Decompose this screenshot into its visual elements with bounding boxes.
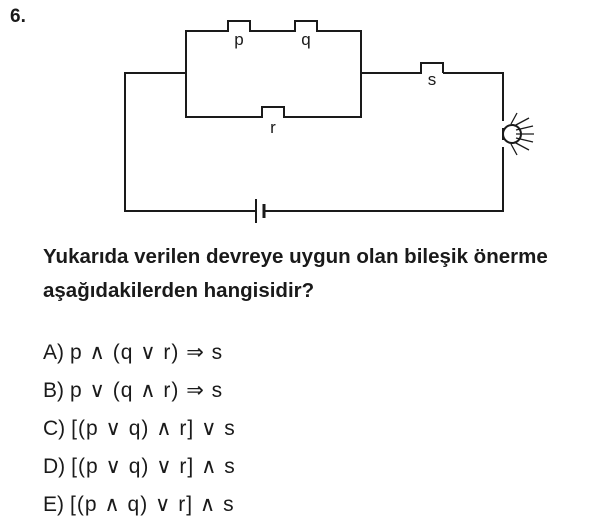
switch-q-label: q <box>301 30 310 49</box>
option-expression: p ∨ (q ∧ r) ⇒ s <box>70 379 224 402</box>
branch-upper <box>185 20 362 73</box>
wire-left <box>124 72 256 212</box>
option-expression: [(p ∧ q) ∨ r] ∧ s <box>70 493 235 516</box>
question-text: Yukarıda verilen devreye uygun olan bile… <box>43 245 548 302</box>
option-e[interactable]: E) [(p ∧ q) ∨ r] ∧ s <box>43 486 236 524</box>
option-letter: A) <box>43 341 64 364</box>
lamp-icon <box>502 112 534 156</box>
option-letter: D) <box>43 455 66 478</box>
wire-s <box>361 62 444 74</box>
switch-p-label: p <box>234 30 243 49</box>
option-expression: [(p ∨ q) ∨ r] ∧ s <box>71 455 236 478</box>
option-expression: p ∧ (q ∨ r) ⇒ s <box>70 341 224 364</box>
option-c[interactable]: C)[(p ∨ q) ∧ r] ∨ s <box>43 410 236 448</box>
wire-right <box>443 72 504 121</box>
circuit-diagram: p q r s <box>124 20 534 223</box>
switch-r-label: r <box>270 118 276 137</box>
option-letter: E) <box>43 493 64 516</box>
wire-bottom-right <box>264 147 504 212</box>
answer-options: A)p ∧ (q ∨ r) ⇒ s B)p ∨ (q ∧ r) ⇒ s C)[(… <box>43 334 236 524</box>
question-number: 6. <box>10 6 26 27</box>
option-letter: B) <box>43 379 64 402</box>
switch-s-label: s <box>428 70 437 89</box>
branch-lower <box>185 73 362 118</box>
battery-icon <box>255 199 266 223</box>
option-expression: [(p ∨ q) ∧ r] ∨ s <box>71 417 236 440</box>
option-d[interactable]: D)[(p ∨ q) ∨ r] ∧ s <box>43 448 236 486</box>
option-b[interactable]: B) p ∨ (q ∧ r) ⇒ s <box>43 372 236 410</box>
option-a[interactable]: A) p ∧ (q ∨ r) ⇒ s <box>43 334 236 372</box>
option-letter: C) <box>43 417 66 440</box>
